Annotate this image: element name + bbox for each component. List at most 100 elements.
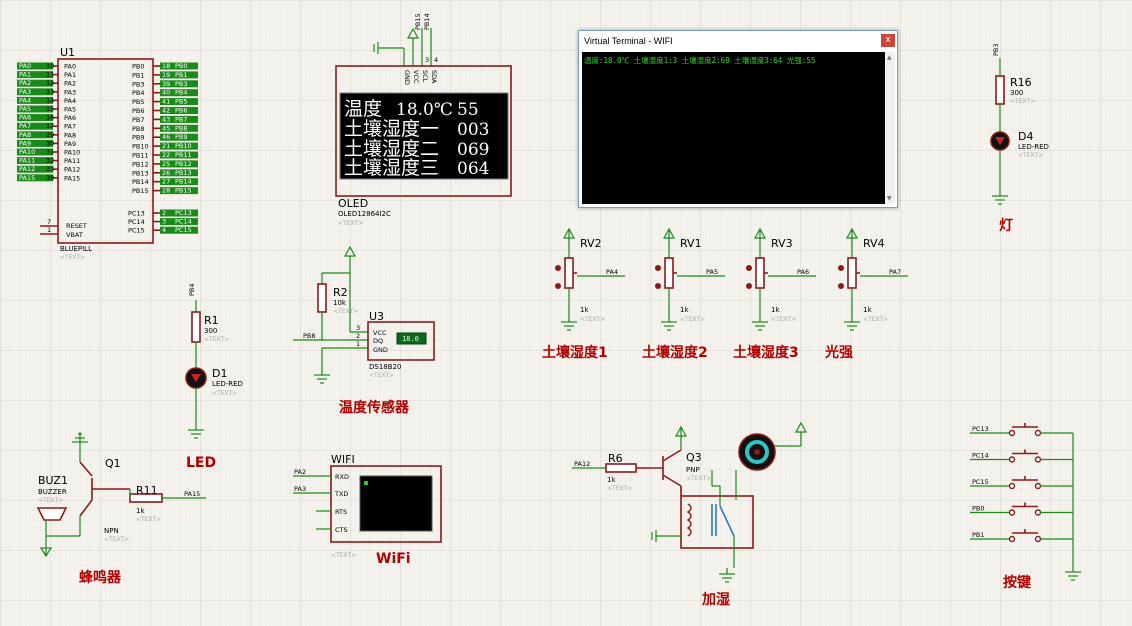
u1-net-right-c: PC13 xyxy=(175,209,192,217)
u1-pin-right: PB8 xyxy=(132,125,145,133)
u1-pinnum-right: 41 xyxy=(162,98,170,106)
u1-net-left: PA9 xyxy=(19,139,31,147)
pot-text: <TEXT> xyxy=(680,316,705,323)
q3-text: <TEXT> xyxy=(686,475,711,482)
virtual-terminal-window[interactable]: Virtual Terminal - WIFI x 温度:18.0℃ 土壤湿度1… xyxy=(578,30,898,208)
humidifier-circuit[interactable]: PA12 R6 1k <TEXT> Q3 PNP <TEXT> xyxy=(572,421,808,608)
u1-net-right: PB5 xyxy=(175,98,188,106)
ds-pinnum-dq: 2 xyxy=(356,332,360,340)
push-button[interactable]: PC15 xyxy=(970,476,1073,490)
u1-vbat-num: 1 xyxy=(47,226,51,234)
pot-name: RV4 xyxy=(863,237,885,250)
pot-name: RV3 xyxy=(771,237,793,250)
r2-text: <TEXT> xyxy=(333,308,358,315)
r2-name: R2 xyxy=(333,286,348,299)
wifi-module[interactable]: WIFI PA2 PA3 RXD TXD RTS CTS <TEXT> WiFi xyxy=(293,453,442,567)
terminal-scrollbar[interactable]: ▲ ▼ xyxy=(886,52,895,204)
pot-net: PA6 xyxy=(797,268,809,276)
pot-caption: 光强 xyxy=(824,344,853,361)
r1-value: 300 xyxy=(204,327,217,335)
led-d1-circuit[interactable]: PB4 R1 300 <TEXT> D1 LED-RED <TEXT> LED xyxy=(185,283,243,471)
button-net: PC15 xyxy=(972,478,989,486)
r6-body xyxy=(605,463,637,473)
oled-pinnum-4: 4 xyxy=(434,56,438,64)
pot-net: PA5 xyxy=(706,268,718,276)
u1-pin-left: PA6 xyxy=(64,114,76,122)
push-button[interactable]: PC13 xyxy=(970,423,1073,437)
oled-pin-scl: SCL xyxy=(421,70,429,83)
u1-pinnum-right: 21 xyxy=(162,142,170,150)
buzzer-circuit[interactable]: Q1 NPN <TEXT> R11 1k <TEXT> PA15 BUZ1 BU… xyxy=(36,432,206,586)
oled-line2-value: 003 xyxy=(457,120,489,140)
u1-pinnum-left: 14 xyxy=(46,96,54,104)
u1-net-right: PB10 xyxy=(175,142,192,150)
q3-part: PNP xyxy=(686,466,700,474)
u1-net-left: PA12 xyxy=(19,165,35,173)
u1-pinnum-right-c: 3 xyxy=(162,218,166,226)
pot-caption: 土壤湿度1 xyxy=(542,344,608,361)
pot-text: <TEXT> xyxy=(771,316,796,323)
u1-body xyxy=(57,58,154,244)
terminal-screen[interactable]: 温度:18.0℃ 土壤湿度1:3 土壤湿度2:69 土壤湿度3:64 光强:55 xyxy=(582,52,885,204)
buz-part: BUZZER xyxy=(38,488,67,496)
u1-reset-label: RESET xyxy=(66,222,87,230)
u1-pin-right-c: PC14 xyxy=(128,218,145,226)
wifi-screen xyxy=(359,475,433,532)
oled-screen xyxy=(339,92,509,180)
d4-text: <TEXT> xyxy=(1018,152,1043,159)
close-icon[interactable]: x xyxy=(881,34,895,47)
u1-pinnum-left: 11 xyxy=(46,71,54,79)
buttons-caption: 按键 xyxy=(1003,574,1032,591)
humidifier-caption: 加湿 xyxy=(701,592,730,608)
button-net: PB0 xyxy=(972,505,985,513)
push-button[interactable]: PC14 xyxy=(970,449,1073,463)
u1-pinnum-right: 43 xyxy=(162,115,170,123)
d4-part: LED-RED xyxy=(1018,143,1049,151)
push-button[interactable]: PB1 xyxy=(970,529,1073,543)
scroll-up-icon[interactable]: ▲ xyxy=(887,54,892,61)
ds-text: <TEXT> xyxy=(369,372,394,379)
u1-net-left: PA4 xyxy=(19,96,31,104)
u1-net-left: PA0 xyxy=(19,62,31,70)
pot-value: 1k xyxy=(771,306,780,314)
ds-part: DS18B20 xyxy=(369,363,401,371)
u1-pin-right: PB0 xyxy=(132,63,145,71)
d4-name: D4 xyxy=(1018,130,1033,143)
u1-net-left: PA6 xyxy=(19,114,31,122)
u1-pinnum-left: 38 xyxy=(46,174,54,182)
terminal-title: Virtual Terminal - WIFI xyxy=(579,31,897,51)
u1-pin-right: PB3 xyxy=(132,80,145,88)
u1-net-left: PA10 xyxy=(19,148,35,156)
pot-body xyxy=(664,257,674,289)
pot-body xyxy=(755,257,765,289)
temperature-sensor[interactable]: R2 10k <TEXT> PB8 3 2 1 U3 VCC DQ GND 18… xyxy=(293,245,435,416)
r6-net: PA12 xyxy=(574,460,590,468)
scroll-down-icon[interactable]: ▼ xyxy=(887,195,892,202)
u1-pinnum-left: 29 xyxy=(46,131,54,139)
q1-name: Q1 xyxy=(105,457,121,470)
oled-display[interactable]: PB15 PB14 3 4 GND VCC SCL SDA 温度 18.0℃ 5… xyxy=(335,13,512,227)
pot-name: RV1 xyxy=(680,237,702,250)
ds-pin-vcc: VCC xyxy=(373,329,387,337)
oled-text: <TEXT> xyxy=(338,220,363,227)
u1-pin-left: PA12 xyxy=(64,166,80,174)
u1-pinnum-left: 10 xyxy=(46,62,54,70)
lamp-d4-circuit[interactable]: PB3 R16 300 <TEXT> D4 LED-RED <TEXT> 灯 xyxy=(990,43,1049,234)
oled-line1-label: 温度 xyxy=(344,98,382,120)
push-button[interactable]: PB0 xyxy=(970,502,1073,516)
u1-pin-right: PB10 xyxy=(132,143,149,151)
u1-pin-right: PB12 xyxy=(132,160,149,168)
oled-line1-extra: 55 xyxy=(457,100,479,120)
buz-text: <TEXT> xyxy=(38,497,63,504)
u1-pinnum-right: 27 xyxy=(162,178,170,186)
r16-body xyxy=(995,75,1005,105)
ds-pinnum-gnd: 1 xyxy=(356,340,360,348)
oled-pin-vcc: VCC xyxy=(412,70,420,84)
wifi-net-txd: PA3 xyxy=(294,485,306,493)
